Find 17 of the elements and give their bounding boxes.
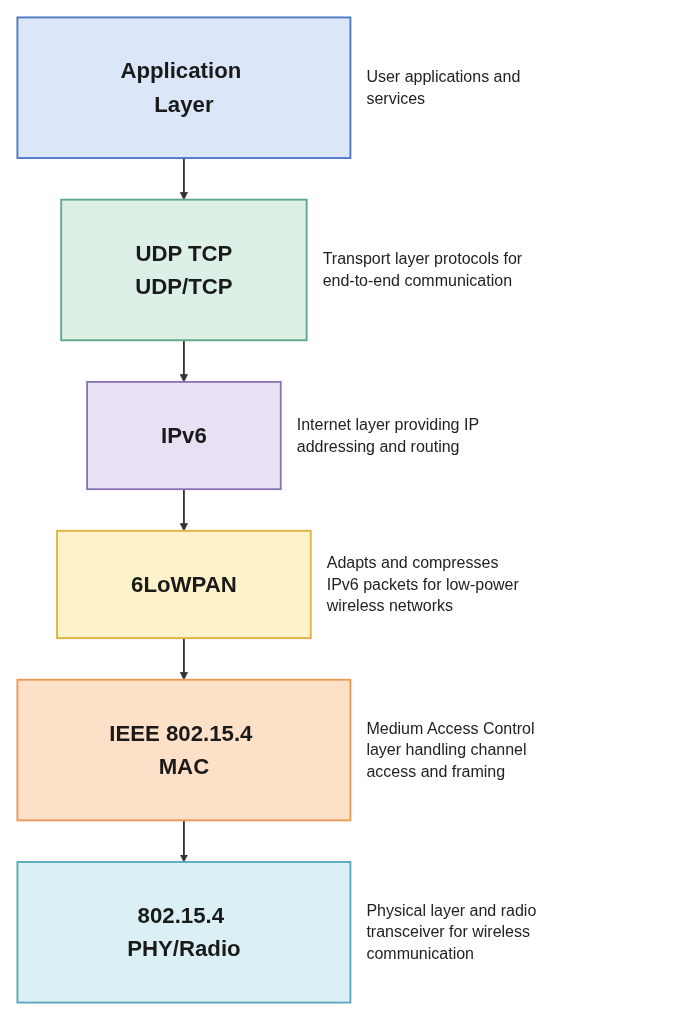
arrow	[179, 339, 188, 383]
arrow	[179, 819, 188, 863]
node-box: Application Layer	[16, 16, 352, 159]
layer-description: Internet layer providing IP addressing and routing	[296, 415, 480, 457]
layer-description: Adapts and compresses IPv6 packets for low-power wireless networks	[326, 552, 520, 617]
layer-description: Medium Access Control layer handling channel access and framing	[366, 718, 536, 782]
node-box: IEEE 802.15.4 MAC	[16, 678, 352, 822]
node-box: 6LoWPAN	[56, 529, 312, 640]
arrow	[179, 157, 188, 200]
arrow	[179, 488, 188, 532]
layer-description: User applications and services	[366, 67, 522, 109]
node-box: UDP TCP UDP/TCP	[60, 198, 308, 342]
layer-description: Transport layer protocols for end-to-end communication	[322, 249, 524, 292]
layer-description: Physical layer and radio transceiver for wireless communication	[366, 900, 538, 964]
arrow	[179, 637, 188, 681]
node-box: 802.15.4 PHY/Radio	[16, 861, 352, 1004]
node-box: IPv6	[86, 380, 282, 491]
